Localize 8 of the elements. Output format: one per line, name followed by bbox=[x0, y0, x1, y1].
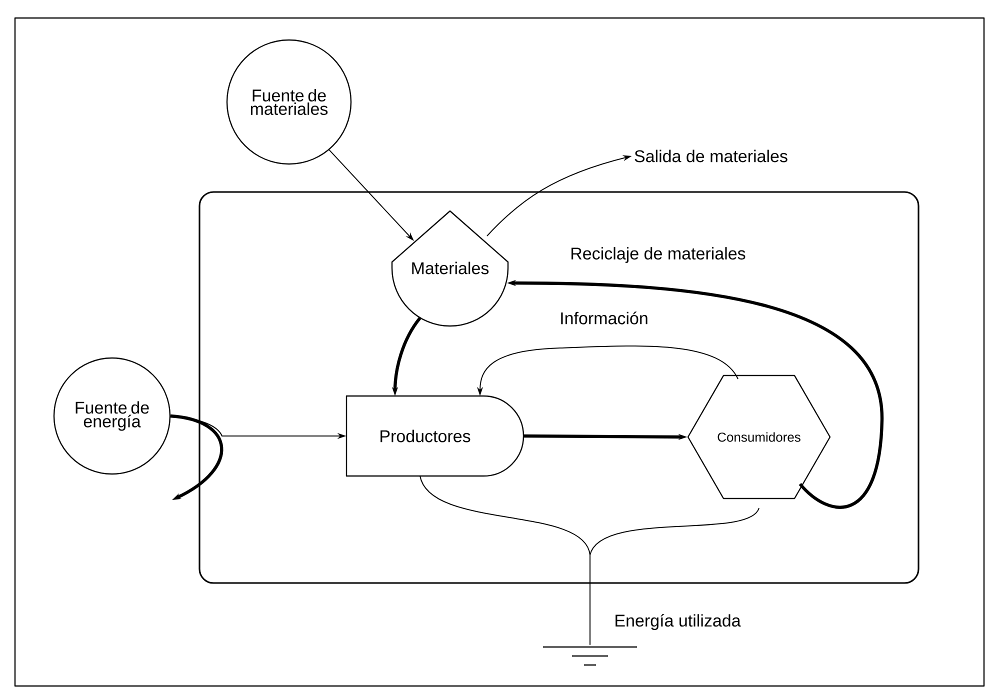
consumer-hexagon: Consumidores bbox=[687, 374, 831, 500]
system-boundary bbox=[198, 191, 920, 584]
edge-label: Reciclaje de materiales bbox=[569, 246, 747, 264]
output-text: Salida de materiales bbox=[634, 150, 788, 162]
arrow bbox=[170, 414, 224, 500]
caption-text: Energía utilizada bbox=[616, 614, 741, 630]
heat-sink-symbol bbox=[542, 646, 638, 666]
edge-label: Información bbox=[558, 310, 650, 326]
